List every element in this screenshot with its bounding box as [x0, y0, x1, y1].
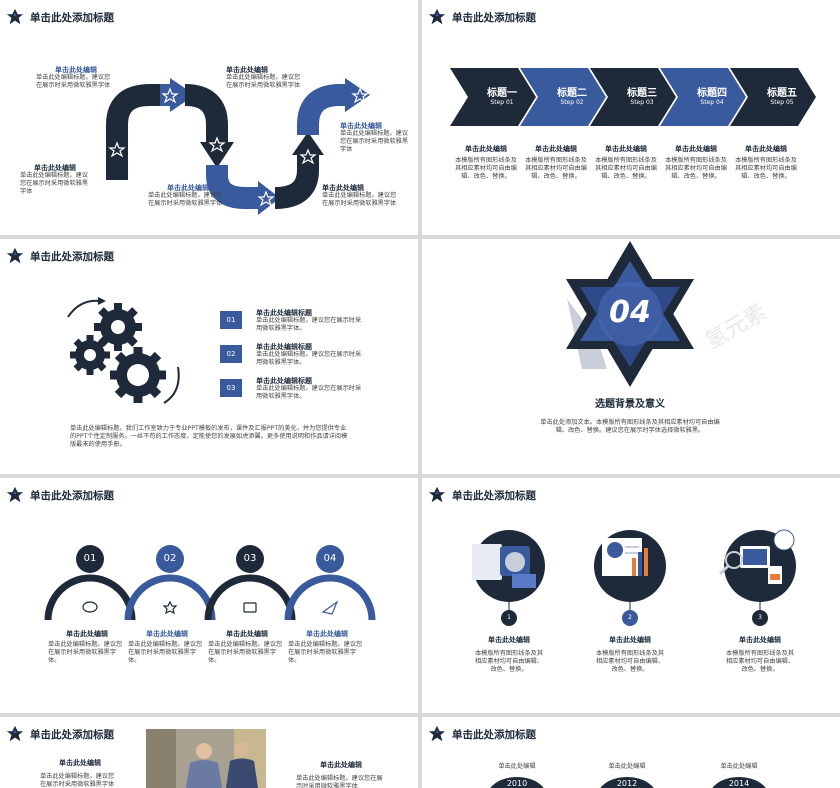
- slide-illustrations[interactable]: 单击此处添加标题 1 2 3 单击此处编辑本模版所有图形线条及其相应素材均可自由…: [422, 478, 840, 713]
- illus-number-2: 2: [628, 614, 632, 621]
- timeline-label-2: 单击此处编辑: [608, 763, 646, 770]
- photo-caption-right: 单击此处编辑单击此处编辑标题。建议您在展示时采用微软雅黑字体: [296, 761, 383, 788]
- star-logo-icon: [428, 486, 446, 503]
- slide-timeline[interactable]: 单击此处添加标题 单击此处编辑 单击此处编辑 单击此处编辑 2010 2012 …: [422, 717, 840, 788]
- section-desc: 单击此处添加文本。本模版所有图形线条及其相应素材均可自由编辑、改色、替换。建议您…: [540, 419, 720, 434]
- slide-section-04[interactable]: 04 选题背景及意义 单击此处添加文本。本模版所有图形线条及其相应素材均可自由编…: [422, 239, 840, 474]
- slide-header: 单击此处添加标题: [428, 723, 536, 745]
- item-number: 02: [220, 345, 242, 363]
- caption-2: 单击此处编辑单击此处编辑标题。建议您在展示时采用微软雅黑字体: [20, 164, 89, 195]
- slide-header: 单击此处添加标题: [428, 484, 536, 506]
- caption-4: 单击此处编辑单击此处编辑标题。建议您在展示时采用微软雅黑字体: [226, 66, 301, 89]
- slide-title: 单击此处添加标题: [452, 728, 536, 741]
- arch-desc-1: 单击此处编辑单击此处编辑标题。建议您在展示时采用微软雅黑字体。: [48, 630, 123, 664]
- star-logo-icon: [6, 8, 24, 25]
- arch-desc-3: 单击此处编辑单击此处编辑标题。建议您在展示时采用微软雅黑字体。: [208, 630, 283, 664]
- illustration-graphics: [472, 529, 796, 626]
- s-curve-arrows: [106, 78, 370, 215]
- step-desc-3: 单击此处编辑本模版所有图形线条及其相应素材均可自由编辑、改色、替换。: [595, 145, 657, 180]
- arches-graphic: [44, 545, 376, 621]
- year-1: 2010: [506, 779, 528, 788]
- arch-number-1: 01: [83, 553, 97, 564]
- slide-header: 单击此处添加标题: [6, 484, 114, 506]
- slide-header: 单击此处添加标题: [6, 245, 114, 267]
- item-number: 01: [220, 311, 242, 329]
- illus-number-3: 3: [758, 614, 762, 621]
- step-desc-5: 单击此处编辑本模版所有图形线条及其相应素材均可自由编辑、改色、替换。: [735, 145, 797, 180]
- star-logo-icon: [6, 725, 24, 742]
- step-desc-1: 单击此处编辑本模版所有图形线条及其相应素材均可自由编辑、改色、替换。: [455, 145, 517, 180]
- step-chevrons: [450, 68, 816, 126]
- arch-desc-2: 单击此处编辑单击此处编辑标题。建议您在展示时采用微软雅黑字体。: [128, 630, 203, 664]
- gear-item-3[interactable]: 03 单击此处编辑标题单击此处编辑标题。建议您在展示时采用微软雅黑字体。: [220, 377, 400, 405]
- arch-number-3: 03: [243, 553, 257, 564]
- gears-icon: [67, 297, 180, 404]
- caption-1: 单击此处编辑单击此处编辑标题。建议您在展示时采用微软雅黑字体: [36, 66, 111, 89]
- star-logo-icon: [428, 8, 446, 25]
- business-people-photo: [146, 729, 266, 788]
- slide-header: 单击此处添加标题: [6, 6, 114, 28]
- slide-title: 单击此处添加标题: [452, 11, 536, 24]
- section-title: 选题背景及意义: [595, 399, 665, 410]
- slide-header: 单击此处添加标题: [428, 6, 536, 28]
- photo-caption-left: 单击此处编辑单击此处编辑标题。建议您在展示时采用微软雅黑字体: [40, 759, 115, 788]
- slide-arches[interactable]: 单击此处添加标题 01 02 03 04 单击此处编辑单击此处编辑标题。建议您在…: [0, 478, 418, 713]
- slide-title: 单击此处添加标题: [30, 11, 114, 24]
- slide-photo[interactable]: 单击此处添加标题 单击此处编辑单击此处编辑标题。建议您在展示时采用微软雅黑字体 …: [0, 717, 418, 788]
- slide-title: 单击此处添加标题: [452, 489, 536, 502]
- step-desc-4: 单击此处编辑本模版所有图形线条及其相应素材均可自由编辑、改色、替换。: [665, 145, 727, 180]
- slide-gears[interactable]: 单击此处添加标题 01 单击此处编辑标题单击此处编辑标题。建议您在展示时采用微软…: [0, 239, 418, 474]
- year-3: 2014: [728, 779, 750, 788]
- slide-title: 单击此处添加标题: [30, 489, 114, 502]
- gear-item-1[interactable]: 01 单击此处编辑标题单击此处编辑标题。建议您在展示时采用微软雅黑字体。: [220, 309, 400, 337]
- item-number: 03: [220, 379, 242, 397]
- slide-title: 单击此处添加标题: [30, 728, 114, 741]
- star-logo-icon: [428, 725, 446, 742]
- slide-s-curve[interactable]: 单击此处添加标题 单击此处编辑单击此处编辑标题。建议您在展示时采用微软雅黑字体 …: [0, 0, 418, 235]
- timeline-circles: [490, 777, 766, 788]
- slide-title: 单击此处添加标题: [30, 250, 114, 263]
- step-desc-2: 单击此处编辑本模版所有图形线条及其相应素材均可自由编辑、改色、替换。: [525, 145, 587, 180]
- section-number: 04: [609, 295, 651, 330]
- illus-desc-3: 单击此处编辑本模版所有图形线条及其相应素材均可自由编辑、改色、替换。: [725, 636, 795, 673]
- illus-desc-2: 单击此处编辑本模版所有图形线条及其相应素材均可自由编辑、改色、替换。: [595, 636, 665, 673]
- hexagram-graphic: [566, 241, 694, 387]
- arch-number-4: 04: [323, 553, 337, 564]
- caption-6: 单击此处编辑单击此处编辑标题。建议您在展示时采用微软雅黑字体: [340, 122, 409, 153]
- caption-3: 单击此处编辑单击此处编辑标题。建议您在展示时采用微软雅黑字体: [148, 184, 223, 207]
- arch-number-2: 02: [163, 553, 177, 564]
- timeline-label-3: 单击此处编辑: [720, 763, 758, 770]
- timeline-label-1: 单击此处编辑: [498, 763, 536, 770]
- caption-5: 单击此处编辑单击此处编辑标题。建议您在展示时采用微软雅黑字体: [322, 184, 397, 207]
- slide-header: 单击此处添加标题: [6, 723, 114, 745]
- arch-desc-4: 单击此处编辑单击此处编辑标题。建议您在展示时采用微软雅黑字体。: [288, 630, 363, 664]
- star-logo-icon: [6, 486, 24, 503]
- year-2: 2012: [616, 779, 638, 788]
- gear-paragraph: 单击此处编辑标题。我们工作室致力于专业PPT模板的发布，课件及汇报PPT的美化，…: [70, 425, 348, 448]
- gear-item-2[interactable]: 02 单击此处编辑标题单击此处编辑标题。建议您在展示时采用微软雅黑字体。: [220, 343, 400, 371]
- illus-desc-1: 单击此处编辑本模版所有图形线条及其相应素材均可自由编辑、改色、替换。: [474, 636, 544, 673]
- illus-number-1: 1: [507, 614, 511, 621]
- star-logo-icon: [6, 247, 24, 264]
